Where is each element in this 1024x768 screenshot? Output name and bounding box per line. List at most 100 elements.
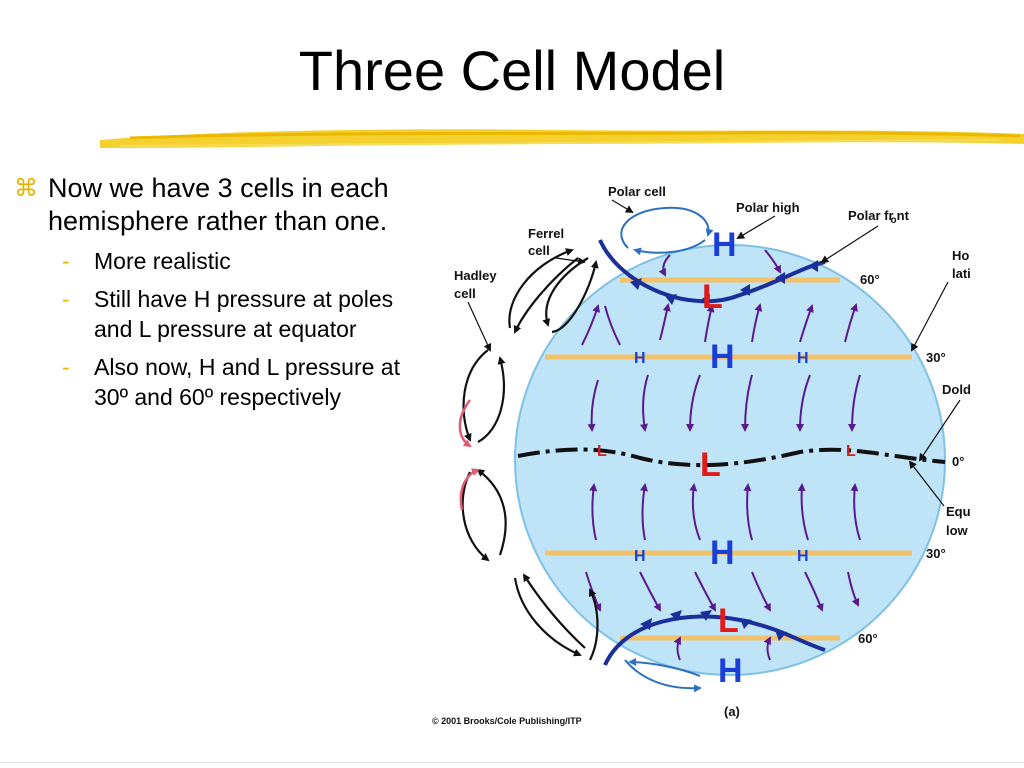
hadley-cell-loop-north [508, 248, 579, 334]
small-high-30s-left: H [634, 548, 646, 565]
polar-front-label: Polar front [848, 208, 910, 226]
horse-latitudes-label-2: lati [952, 266, 971, 281]
wind-arrow [764, 249, 781, 274]
leader-doldrums [918, 399, 961, 462]
sub-bullet-text: Still have H pressure at poles and L pre… [94, 286, 394, 342]
wind-arrow [848, 374, 861, 432]
wind-arrow [799, 304, 814, 343]
wind-arrow [844, 303, 858, 343]
warm-arrow-south [459, 468, 480, 511]
wind-arrow [804, 571, 824, 612]
copyright-text: © 2001 Brooks/Cole Publishing/ITP [432, 716, 582, 726]
wind-arrow [659, 303, 671, 341]
small-low-eq-right: L [846, 443, 856, 460]
pressure-low-60s: L [718, 602, 739, 640]
sub-bullet: - Also now, H and L pressure at 30º and … [14, 352, 424, 412]
leader-hadley [467, 301, 492, 352]
leader-ferrel [555, 257, 586, 266]
deg-60n-label: 60° [860, 272, 880, 287]
equatorial-low-label-2: low [946, 523, 969, 538]
hadley-cell-label-1: Hadley [454, 268, 497, 283]
deg-30s-label: 30° [926, 546, 946, 561]
wind-arrow [587, 379, 599, 432]
wind-arrow [639, 571, 661, 612]
wind-arrow [589, 483, 598, 541]
wind-arrow [658, 254, 671, 277]
wind-arrow [850, 483, 861, 541]
pressure-high-30s: H [710, 534, 735, 572]
wind-arrow [640, 374, 649, 432]
deg-60s-label: 60° [858, 631, 878, 646]
leader-polar-high [736, 215, 776, 240]
wind-arrow [689, 483, 701, 541]
wind-arrow [704, 304, 715, 343]
sub-bullet-text: More realistic [94, 248, 231, 274]
bullet-list: ⌘ Now we have 3 cells in each hemisphere… [14, 172, 424, 420]
wind-arrow [751, 571, 771, 612]
deg-0-label: 0° [952, 454, 964, 469]
tropical-loop-north [462, 349, 506, 443]
hadley-cell-label-2: cell [454, 286, 476, 301]
wind-arrow [640, 483, 648, 541]
pressure-high-polar-south: H [718, 652, 743, 690]
wind-arrow [741, 374, 753, 432]
surface-wind-arrows [581, 249, 861, 661]
sub-bullet-list: - More realistic - Still have H pressure… [14, 246, 424, 412]
pressure-low-60n: L [702, 278, 723, 316]
wind-arrow [797, 483, 809, 541]
deg-30n-label: 30° [926, 350, 946, 365]
slide-bottom-rule [0, 762, 1024, 763]
leader-polar-front [820, 225, 879, 264]
doldrums-label: Dold [942, 382, 971, 397]
sub-bullet: - Still have H pressure at poles and L p… [14, 284, 424, 344]
polar-high-label: Polar high [736, 200, 800, 215]
wind-arrow [694, 571, 716, 612]
small-low-eq-left: L [597, 443, 607, 460]
ferrel-cell-label-1: Ferrel [528, 226, 564, 241]
small-high-30n-right: H [797, 350, 809, 367]
wind-arrow [604, 305, 621, 346]
wind-arrow [763, 636, 771, 661]
tropical-loop-south [461, 468, 507, 562]
leader-horse [911, 281, 949, 352]
equatorial-low-label-1: Equ [946, 504, 971, 519]
horse-latitudes-label-1: Ho [952, 248, 969, 263]
polar-cell-label: Polar cell [608, 184, 666, 199]
sub-bullet-text: Also now, H and L pressure at 30º and 60… [94, 354, 400, 410]
leader-equatorial [908, 460, 945, 507]
hadley-cell-loop-south [513, 573, 586, 657]
small-high-30n-left: H [634, 350, 646, 367]
dash-icon: - [62, 354, 70, 380]
bullet-glyph-icon: ⌘ [14, 174, 38, 202]
main-bullet: ⌘ Now we have 3 cells in each hemisphere… [14, 172, 424, 238]
wind-arrow [847, 571, 860, 607]
ferrel-cell-loop-south [589, 588, 599, 661]
pressure-low-equator: L [700, 446, 721, 484]
ferrel-cell-label-2: cell [528, 243, 550, 258]
polar-front-south [603, 610, 826, 666]
polar-front-north [598, 239, 826, 306]
wind-arrow [673, 636, 681, 661]
dash-icon: - [62, 248, 70, 274]
dash-icon: - [62, 286, 70, 312]
highlighter-stroke [100, 129, 1024, 148]
wind-arrow [581, 304, 601, 346]
sub-bullet: - More realistic [14, 246, 424, 276]
polar-cell-loop-north [620, 206, 714, 256]
panel-label: (a) [724, 704, 740, 719]
polar-cell-loop-south [624, 658, 702, 693]
equator-line [517, 447, 946, 468]
small-high-30s-right: H [797, 548, 809, 565]
wind-arrow [743, 483, 753, 541]
pressure-high-30n: H [710, 338, 735, 376]
wind-arrow [796, 374, 811, 432]
slide-title: Three Cell Model [298, 39, 726, 102]
warm-arrow-north [458, 399, 472, 448]
wind-arrow [751, 303, 763, 343]
main-bullet-text: Now we have 3 cells in each hemisphere r… [48, 173, 389, 236]
three-cell-diagram: H L H L H L H H H L L H H 60° 30° 0° 30°… [432, 184, 971, 726]
latitude-lines [545, 277, 912, 641]
wind-arrow [686, 374, 701, 432]
pressure-high-polar-north: H [712, 226, 737, 264]
leader-polar-cell [611, 199, 634, 214]
